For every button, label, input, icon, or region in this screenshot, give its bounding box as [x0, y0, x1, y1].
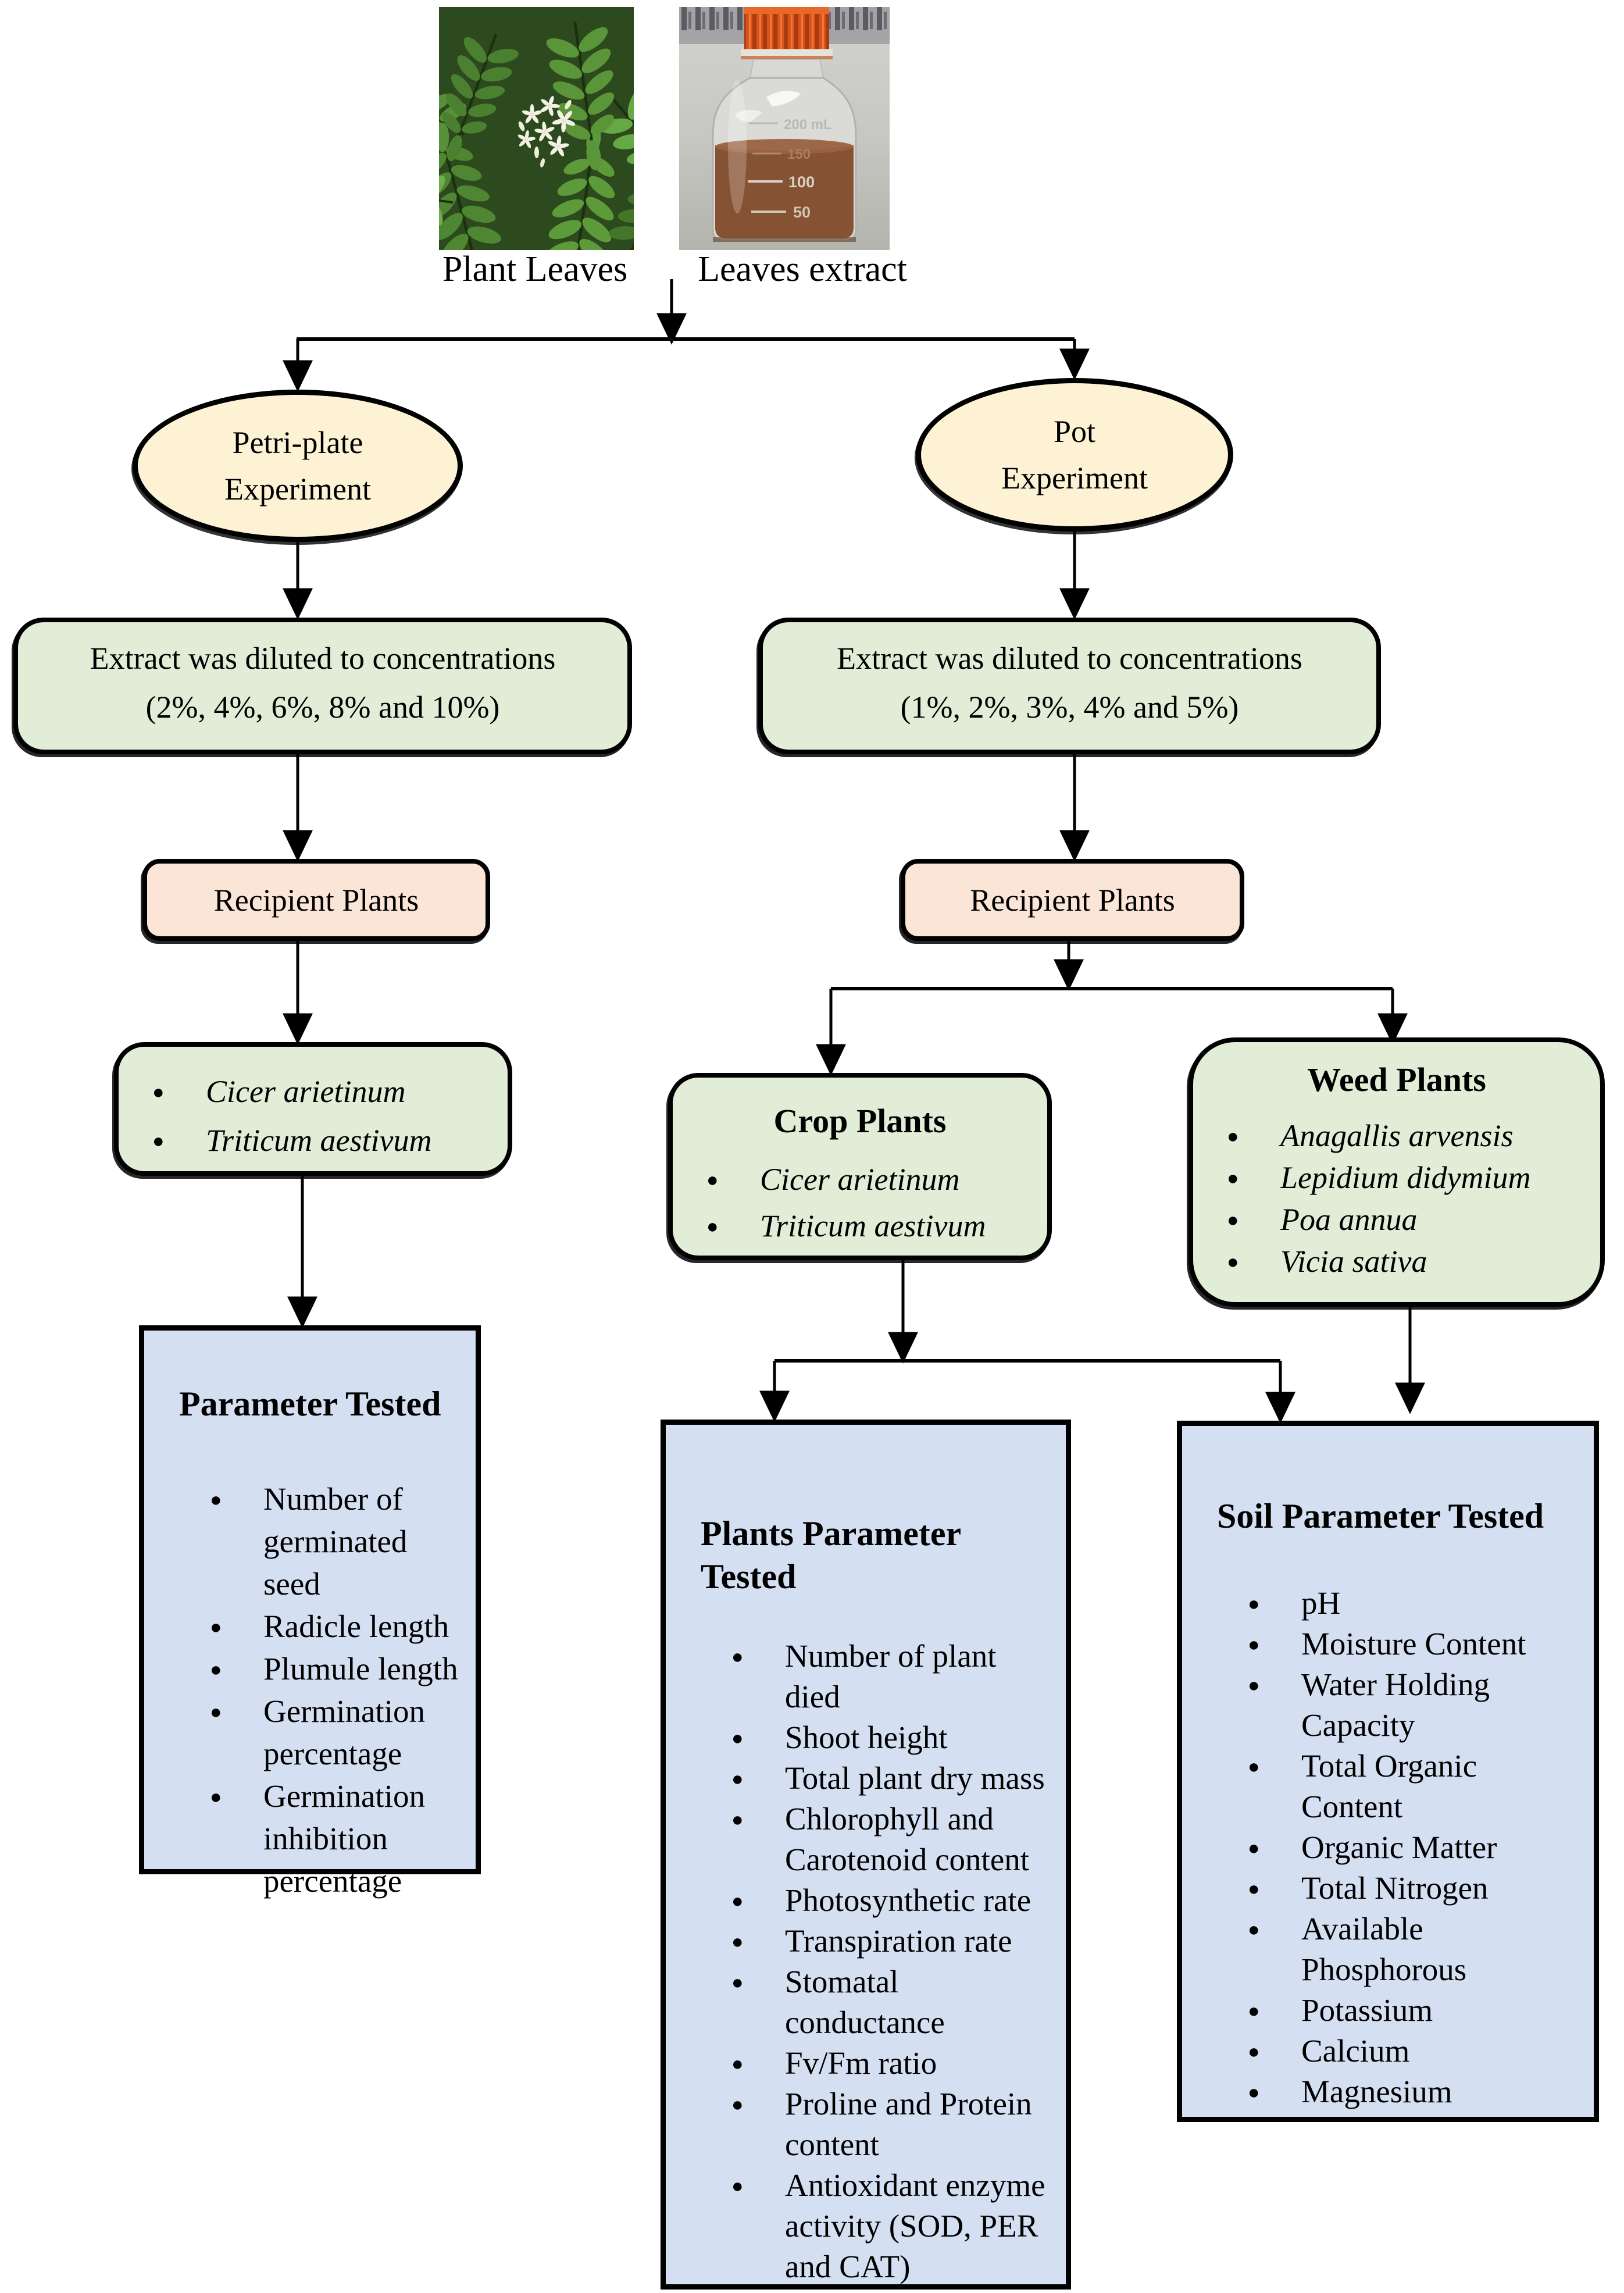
plant-leaves-photo [439, 7, 634, 250]
species-cicer: Cicer arietinum [152, 1067, 508, 1117]
petri-line1: Petri-plate [232, 425, 363, 460]
pparam-shoot-height: Shoot height [731, 1717, 1048, 1759]
sparam-toc: Total Organic Content [1248, 1746, 1576, 1827]
sparam-ph: pH [1248, 1583, 1576, 1625]
weed-lepidium: Lepidium didymium [1227, 1157, 1600, 1200]
plants-parameter-title: Plants Parameter Tested [701, 1514, 961, 1596]
soil-parameter-title: Soil Parameter Tested [1217, 1497, 1544, 1535]
pparam-dry-mass: Total plant dry mass [731, 1758, 1048, 1800]
dilution-pot-line2: (1%, 2%, 3%, 4% and 5%) [900, 690, 1239, 725]
crop-triticum: Triticum aestivum [706, 1203, 1047, 1250]
dilution-box-pot: Extract was diluted to concentrations (1… [758, 618, 1381, 754]
pparam-photosynthetic: Photosynthetic rate [731, 1880, 1048, 1922]
crop-plants-title: Crop Plants [773, 1102, 947, 1140]
extract-liquid [715, 145, 854, 238]
pparam-transpiration: Transpiration rate [731, 1921, 1048, 1963]
graduation-100: 100 [788, 173, 815, 191]
sparam-nitrogen: Total Nitrogen [1248, 1868, 1576, 1910]
recipient-plants-left: Recipient Plants [142, 859, 490, 941]
recipient-plants-right: Recipient Plants [901, 859, 1244, 941]
crop-cicer: Cicer arietinum [706, 1156, 1047, 1204]
petri-line2: Experiment [224, 472, 371, 507]
white-flower-cluster [515, 92, 581, 167]
plants-parameter-tested-box: Plants Parameter Tested Number of plant … [661, 1420, 1071, 2290]
pot-line1: Pot [1053, 414, 1096, 449]
pot-experiment-ellipse: Pot Experiment [916, 378, 1233, 532]
pot-line2: Experiment [1001, 461, 1148, 495]
pparam-proline: Proline and Protein content [731, 2084, 1048, 2165]
weed-poa: Poa annua [1227, 1199, 1600, 1242]
dilution-pot-line1: Extract was diluted to concentrations [837, 641, 1302, 676]
petri-species-box: Cicer arietinum Triticum aestivum [114, 1042, 512, 1176]
graduation-200: 200 mL [784, 117, 832, 133]
caption-leaves-extract: Leaves extract [698, 249, 907, 289]
species-triticum: Triticum aestivum [152, 1116, 508, 1166]
sparam-organic-matter: Organic Matter [1248, 1827, 1576, 1869]
dilution-box-petri: Extract was diluted to concentrations (2… [13, 618, 632, 754]
caption-plant-leaves: Plant Leaves [442, 249, 628, 289]
param-plumule-length: Plumule length [210, 1647, 458, 1691]
bottle-cap [744, 7, 829, 50]
soil-parameter-tested-box: Soil Parameter Tested pH Moisture Conten… [1177, 1421, 1599, 2122]
param-radicle-length: Radicle length [210, 1605, 458, 1649]
pparam-antioxidant: Antioxidant enzyme activity (SOD, PER an… [731, 2165, 1048, 2287]
dilution-petri-line2: (2%, 4%, 6%, 8% and 10%) [145, 690, 500, 725]
parameter-tested-title: Parameter Tested [179, 1385, 441, 1423]
param-germination-inhibition: Germination inhibition percentage [210, 1775, 458, 1902]
param-germination-percentage: Germination percentage [210, 1690, 458, 1775]
graduation-150: 150 [787, 147, 811, 162]
sparam-magnesium: Magnesium [1248, 2071, 1576, 2113]
pparam-chlorophyll: Chlorophyll and Carotenoid content [731, 1799, 1048, 1880]
pparam-fvfm: Fv/Fm ratio [731, 2043, 1048, 2085]
sparam-potassium: Potassium [1248, 1990, 1576, 2032]
sparam-calcium: Calcium [1248, 2031, 1576, 2073]
pparam-stomatal: Stomatal conductance [731, 1962, 1048, 2043]
sparam-whc: Water Holding Capacity [1248, 1664, 1576, 1746]
petri-plate-experiment-ellipse: Petri-plate Experiment [133, 390, 463, 542]
sparam-phosphorous: Available Phosphorous [1248, 1909, 1576, 1990]
weed-plants-title: Weed Plants [1307, 1061, 1486, 1099]
parameter-tested-box: Parameter Tested Number of germinated se… [139, 1325, 481, 1899]
weed-vicia: Vicia sativa [1227, 1240, 1600, 1283]
sparam-moisture: Moisture Content [1248, 1624, 1576, 1666]
pparam-plant-died: Number of plant died [731, 1636, 1048, 1717]
weed-plants-box: Weed Plants Anagallis arvensis Lepidium … [1188, 1037, 1605, 1307]
leaves-extract-photo: 200 mL 150 100 50 [679, 7, 890, 250]
crop-plants-box: Crop Plants Cicer arietinum Triticum aes… [668, 1073, 1052, 1260]
weed-anagallis: Anagallis arvensis [1227, 1115, 1600, 1158]
param-germinated-seed: Number of germinated seed [210, 1478, 458, 1605]
dilution-petri-line1: Extract was diluted to concentrations [90, 641, 556, 676]
graduation-50: 50 [793, 204, 811, 221]
